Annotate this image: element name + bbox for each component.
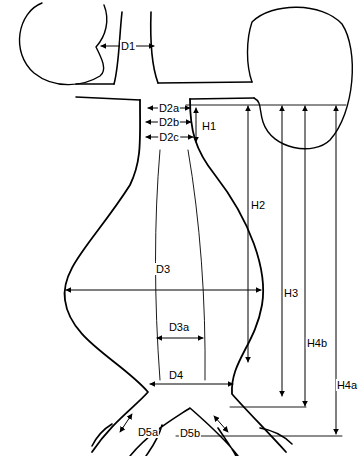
upper-vessel [114,12,158,84]
dimension-label: D3a [168,321,190,333]
lumen-line [156,150,206,380]
dimension-label: H1 [201,120,217,132]
dimension-label: D2c [158,131,180,143]
aorta-wall [65,100,148,452]
dimension-label: D5b [179,427,201,439]
dimension-label: D4 [168,369,184,381]
dimension-label: D2a [158,102,180,114]
dimension-label: D1 [120,40,136,52]
iliac-arteries [92,408,292,456]
dimension-label: H4a [336,379,358,391]
dimension-label: H4b [306,337,328,349]
dimension-label: D5a [137,426,159,438]
dimension-label: D3 [155,263,171,275]
renal-arteries [76,82,254,100]
dimension-label: H3 [283,287,299,299]
left-kidney [20,3,107,85]
aorta-wall [190,99,286,452]
right-kidney [248,7,353,148]
dimension-arrows [66,46,336,434]
dimension-label: H2 [250,199,266,211]
dimension-label: D2b [158,116,180,128]
reference-line [176,105,346,436]
